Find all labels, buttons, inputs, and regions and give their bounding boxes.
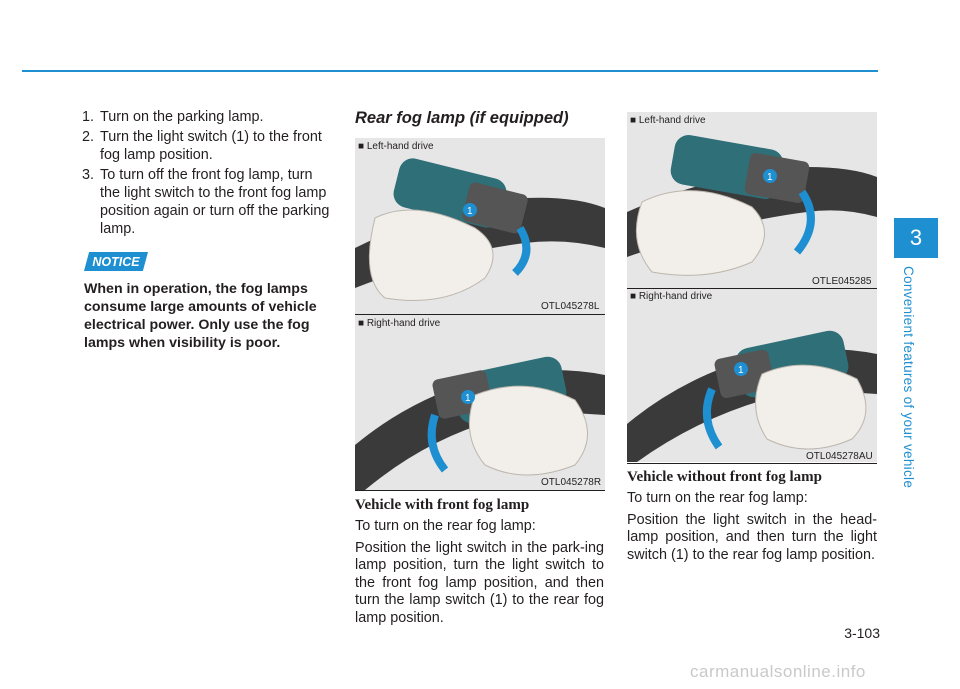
steps-list: 1. Turn on the parking lamp. 2. Turn the l… <box>82 108 334 238</box>
chapter-tab[interactable]: 3 <box>894 218 938 258</box>
figure-rhd-with-front: 1 <box>355 315 605 490</box>
figure-caption: ■ Right-hand drive <box>630 291 713 302</box>
callout-1: 1 <box>767 172 773 183</box>
list-item: 1. Turn on the parking lamp. <box>82 108 334 126</box>
watermark: carmanualsonline.info <box>690 662 866 681</box>
with-front-intro: To turn on the rear fog lamp: <box>355 518 536 534</box>
figure-code: OTL045278R <box>541 477 602 488</box>
stalk-illustration: 1 <box>355 356 605 490</box>
stalk-illustration: 1 <box>627 135 877 276</box>
chapter-title-text: Convenient features of your vehicle <box>901 266 916 489</box>
notice-badge: NOTICE <box>84 252 148 271</box>
figure-code: OTL045278AU <box>806 451 873 462</box>
figure-code: OTL045278L <box>541 301 600 312</box>
steps-column: 1. Turn on the parking lamp. 2. Turn the l… <box>82 108 334 240</box>
figure-caption: ■ Left-hand drive <box>358 141 434 152</box>
with-front-text: Position the light switch in the park-in… <box>355 539 604 626</box>
step-text: Turn the light switch (1) to the front f… <box>100 129 322 163</box>
list-item: 3. To turn off the front fog lamp, turn t… <box>82 166 334 238</box>
figure-divider <box>627 288 877 289</box>
figure-lhd-with-front: 1 <box>355 138 605 314</box>
chapter-number: 3 <box>909 225 923 250</box>
figure-divider <box>627 463 877 464</box>
figure-lhd-without-front: 1 <box>627 112 877 288</box>
figure-divider <box>355 314 605 315</box>
without-front-heading: Vehicle without front fog lamp <box>627 469 822 485</box>
with-front-body: To turn on the rear fog lamp: Position t… <box>355 518 604 631</box>
step-number: 2. <box>82 129 95 145</box>
step-text: Turn on the parking lamp. <box>100 109 264 125</box>
notice-text: When in operation, the fog lamps consume… <box>84 281 317 351</box>
without-front-intro: To turn on the rear fog lamp: <box>627 490 808 506</box>
figure-caption: ■ Left-hand drive <box>630 115 706 126</box>
without-front-body: To turn on the rear fog lamp: Position t… <box>627 490 877 568</box>
figure-caption: ■ Right-hand drive <box>358 318 441 329</box>
step-number: 3. <box>82 167 95 183</box>
figure-rhd-without-front: 1 <box>627 289 877 462</box>
list-item: 2. Turn the light switch (1) to the front… <box>82 128 334 164</box>
step-number: 1. <box>82 109 95 125</box>
page-number: 3-103 <box>844 625 880 641</box>
callout-1: 1 <box>467 206 473 217</box>
rear-fog-heading: Rear fog lamp (if equipped) <box>355 109 569 127</box>
without-front-text: Position the light switch in the head-la… <box>627 511 877 563</box>
callout-1: 1 <box>738 365 744 376</box>
callout-1: 1 <box>465 393 471 404</box>
step-text: To turn off the front fog lamp, turn the… <box>100 167 330 237</box>
stalk-illustration: 1 <box>355 158 605 301</box>
with-front-heading: Vehicle with front fog lamp <box>355 497 530 513</box>
figure-code: OTLE045285 <box>812 276 872 287</box>
header-rule <box>22 70 878 72</box>
figure-divider <box>355 490 605 491</box>
stalk-illustration: 1 <box>627 330 877 462</box>
